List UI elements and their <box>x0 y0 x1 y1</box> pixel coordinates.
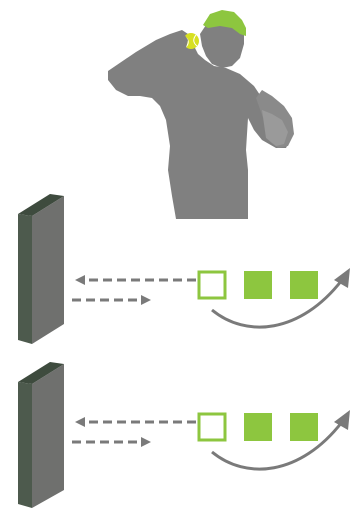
wall-icon <box>18 194 64 344</box>
wall-icon <box>18 362 64 508</box>
curved-arrow-icon <box>212 422 342 469</box>
square-icon-filled <box>244 413 272 441</box>
wall-front <box>32 364 64 508</box>
person-with-cap-icon <box>108 10 294 219</box>
curved-arrow-icon <box>212 280 342 327</box>
wall-face <box>18 382 32 508</box>
square-icon-filled <box>290 271 318 299</box>
wall-face <box>18 214 32 344</box>
square-icon-filled <box>290 413 318 441</box>
square-icon-outline <box>199 272 225 298</box>
square-icon-outline <box>199 414 225 440</box>
square-icon-filled <box>244 271 272 299</box>
wall-front <box>32 196 64 344</box>
exercise-row-2 <box>18 362 350 508</box>
